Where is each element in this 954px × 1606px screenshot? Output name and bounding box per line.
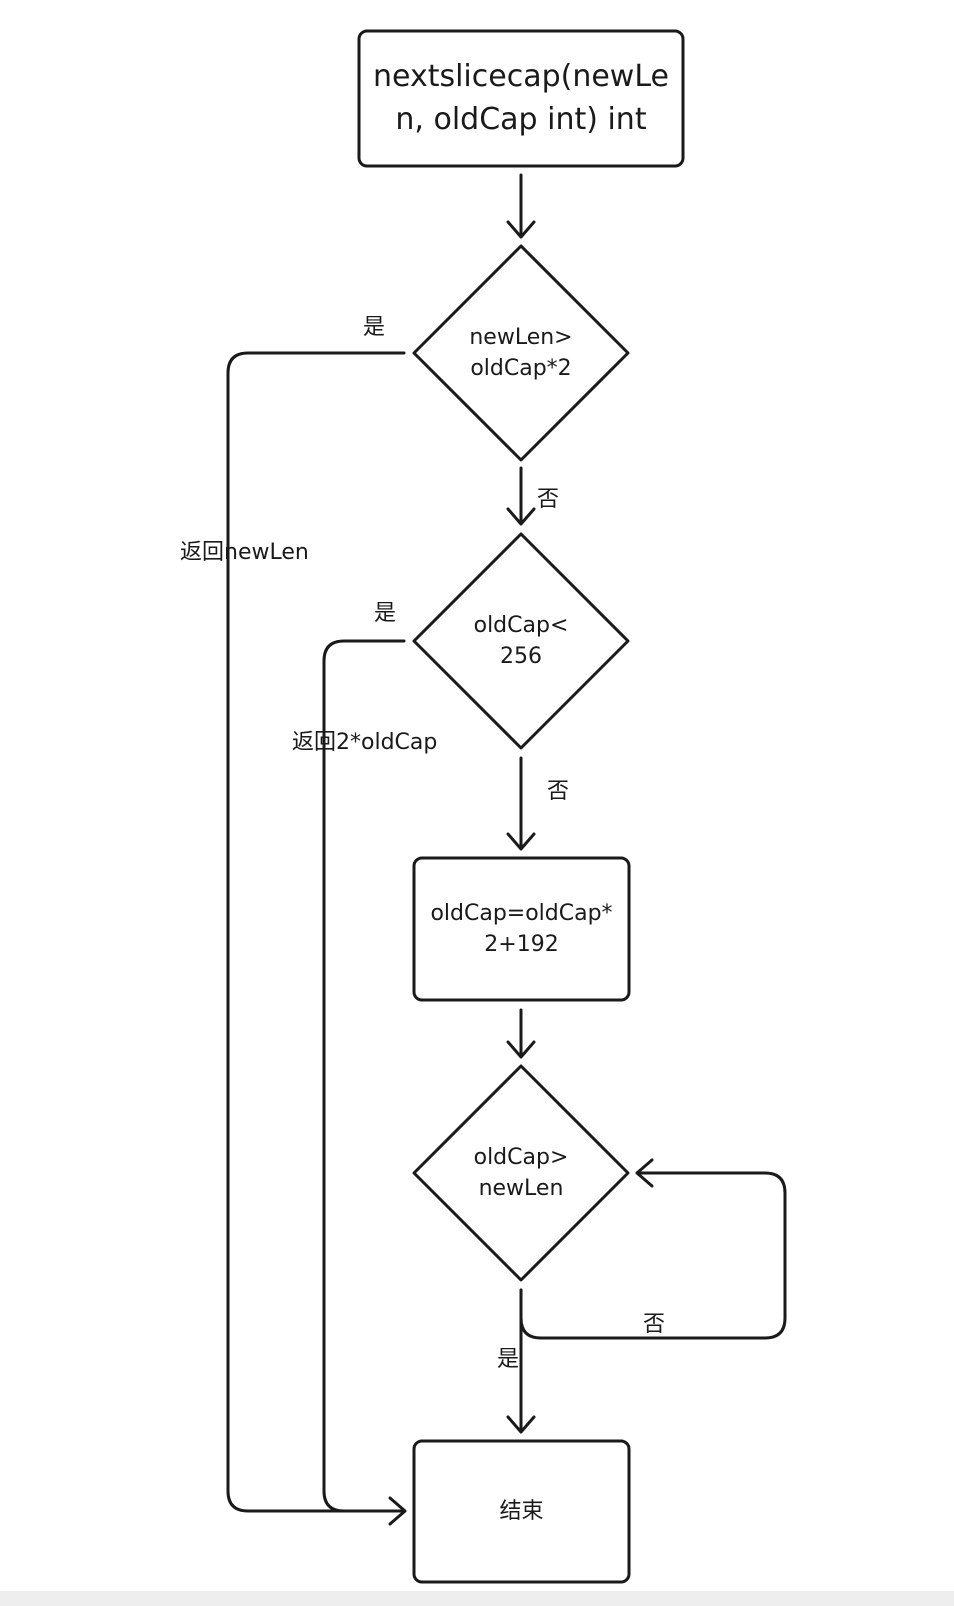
process-line2: 2+192 [484,932,559,957]
decision1-line1: newLen> [469,324,573,350]
label-d1-yes: 是 [362,315,385,341]
decision1-text: newLen> oldCap*2 [434,303,608,403]
end-box [412,1439,631,1584]
start-box-text: nextslicecap(newLe n, oldCap int) int [359,31,683,166]
end-text: 结束 [499,1498,544,1524]
arrowhead [506,220,536,239]
arrowhead [506,507,536,526]
decision2-text: oldCap< 256 [434,591,608,691]
label-d3-no: 否 [642,1312,665,1338]
decision-newlen-gt-oldcap2 [412,244,630,462]
arrowhead [388,1496,407,1526]
start-box [357,29,685,168]
decision-oldcap-lt-256 [412,532,630,750]
process-text: oldCap=oldCap* 2+192 [414,858,629,1000]
label-d1-no: 否 [536,487,559,513]
decision-oldcap-gt-newlen [412,1064,630,1282]
decision3-line2: newLen [478,1176,564,1201]
label-d2-yes: 是 [373,601,396,627]
arrowhead [506,1415,536,1434]
decision1-line2: oldCap*2 [470,356,572,381]
label-return-newlen: 返回newLen [180,540,309,566]
loop-decision3-no [519,1171,787,1340]
arrowhead [635,1158,654,1188]
line-decision2-yes-to-end [322,639,406,1513]
process-line1: oldCap=oldCap* [430,900,613,926]
start-line1: nextslicecap(newLe [373,58,669,94]
line-decision1-yes-to-end [226,351,406,1513]
decision3-line1: oldCap> [473,1144,569,1170]
label-d2-no: 否 [546,779,569,805]
label-return-2oldcap: 返回2*oldCap [292,730,438,756]
decision2-line2: 256 [500,644,542,669]
arrowhead [506,832,536,851]
decision3-text: oldCap> newLen [434,1123,608,1223]
decision2-line1: oldCap< [473,612,569,638]
label-d3-yes: 是 [496,1347,519,1373]
start-line2: n, oldCap int) int [395,101,647,137]
arrowhead [506,1040,536,1059]
bottom-edge-strip [0,1591,954,1606]
process-box [412,856,631,1002]
